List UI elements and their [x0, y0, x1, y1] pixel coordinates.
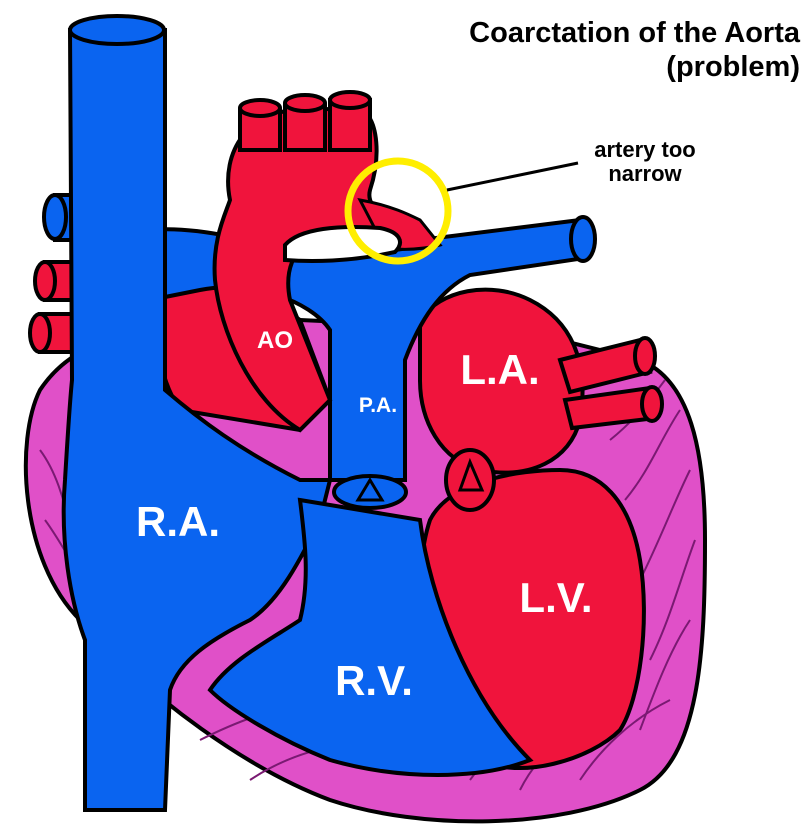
label-ra: R.A.: [136, 498, 220, 545]
diagram-title: Coarctation of the Aorta: [469, 16, 800, 50]
label-ao: AO: [257, 327, 293, 354]
label-la: L.A.: [460, 346, 539, 393]
callout-text-line1: artery too: [560, 138, 730, 162]
callout-text-line2: narrow: [560, 162, 730, 186]
label-pa: P.A.: [359, 394, 397, 417]
superior-vena-cava-opening: [70, 16, 164, 44]
label-rv: R.V.: [335, 657, 413, 704]
aortic-valve: [446, 450, 494, 510]
diagram-subtitle: (problem): [666, 50, 800, 84]
head-vessels: [240, 92, 370, 150]
pulmonary-valve: [334, 476, 406, 508]
label-lv: L.V.: [519, 574, 592, 621]
callout-pointer-line: [447, 163, 578, 190]
pa-branch-opening: [571, 217, 595, 261]
